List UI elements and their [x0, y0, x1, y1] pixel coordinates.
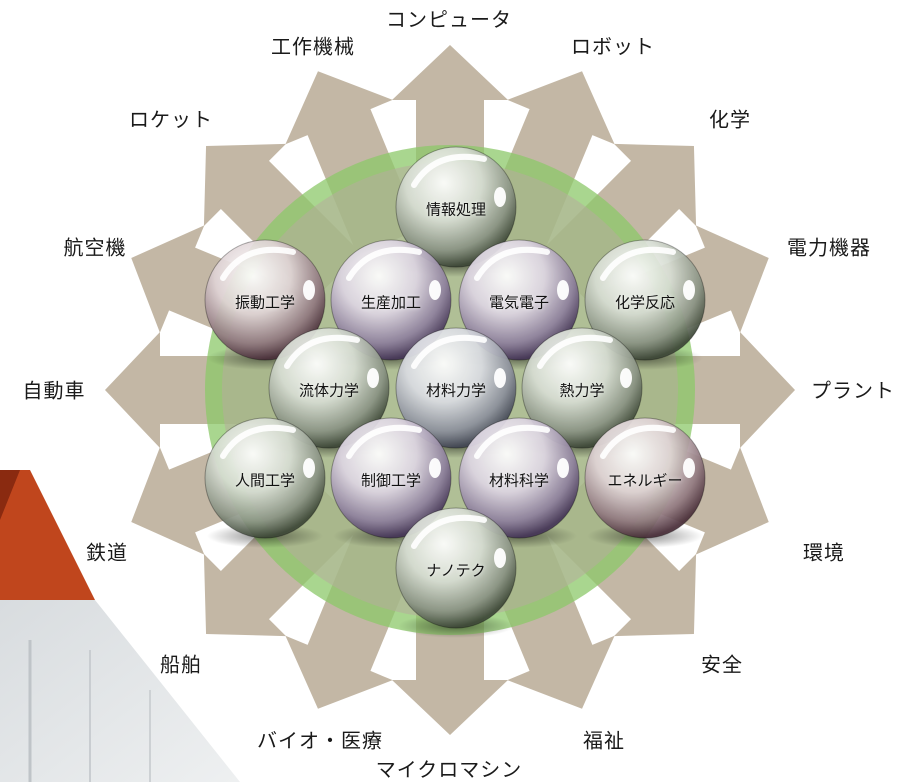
discipline-label: エネルギー — [607, 471, 683, 490]
field-label: 船舶 — [160, 652, 202, 677]
discipline-sphere — [395, 146, 517, 268]
discipline-sphere — [268, 327, 390, 449]
core-spheres — [204, 146, 706, 638]
discipline-label: 材料力学 — [425, 381, 487, 400]
discipline-sphere — [584, 239, 706, 361]
discipline-sphere — [458, 417, 580, 539]
field-label: バイオ・医療 — [257, 728, 383, 753]
discipline-sphere — [584, 417, 706, 539]
field-label: 化学 — [709, 107, 751, 132]
corner-photo — [0, 470, 240, 782]
discipline-label: 電気電子 — [488, 293, 550, 312]
field-label: 安全 — [701, 652, 743, 677]
discipline-sphere — [395, 507, 517, 629]
discipline-sphere — [204, 417, 326, 539]
discipline-label: 熱力学 — [559, 381, 605, 400]
field-label: ロケット — [129, 107, 213, 132]
field-label: 自動車 — [22, 378, 86, 403]
discipline-sphere — [204, 239, 326, 361]
discipline-sphere — [330, 417, 452, 539]
discipline-sphere — [330, 239, 452, 361]
discipline-label: 化学反応 — [614, 293, 676, 312]
discipline-sphere — [521, 327, 643, 449]
field-label: 工作機械 — [271, 34, 355, 59]
field-label: プラント — [811, 378, 895, 403]
field-label: マイクロマシン — [375, 757, 523, 782]
field-label: 航空機 — [63, 235, 127, 260]
field-label: 福祉 — [583, 728, 625, 753]
discipline-label: 流体力学 — [298, 381, 360, 400]
field-label: 鉄道 — [86, 540, 128, 565]
field-label: ロボット — [571, 34, 655, 59]
discipline-label: 材料科学 — [488, 471, 550, 490]
discipline-label: 人間工学 — [234, 471, 296, 490]
discipline-label: 生産加工 — [360, 293, 422, 312]
field-label: 電力機器 — [787, 235, 871, 260]
discipline-label: 制御工学 — [360, 471, 422, 490]
field-label: コンピュータ — [386, 7, 512, 32]
field-label: 環境 — [803, 540, 845, 565]
discipline-label: 情報処理 — [425, 200, 487, 219]
discipline-sphere — [458, 239, 580, 361]
discipline-sphere — [395, 327, 517, 449]
discipline-label: 振動工学 — [234, 293, 296, 312]
discipline-label: ナノテク — [426, 561, 486, 580]
